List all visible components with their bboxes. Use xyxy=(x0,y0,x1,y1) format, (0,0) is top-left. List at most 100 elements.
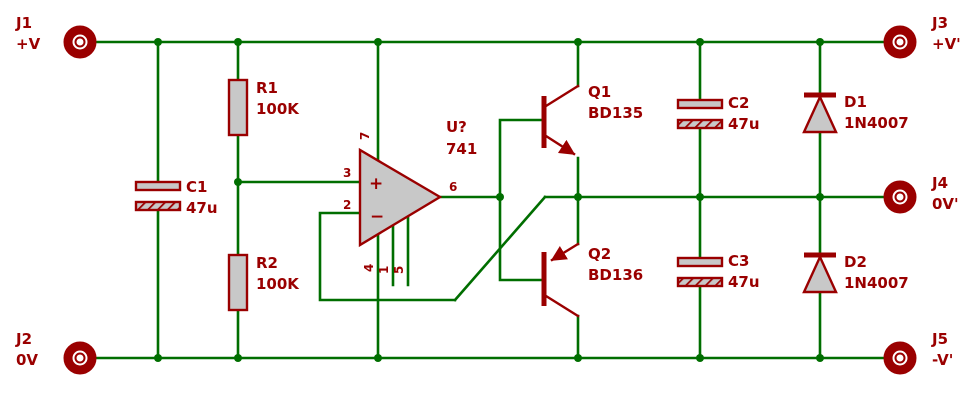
opamp-minus-input-sign: − xyxy=(370,207,384,227)
capacitor-plate-positive xyxy=(134,180,182,192)
component-ref: D1 xyxy=(844,93,867,111)
resistor-r1[interactable]: R1 100K xyxy=(227,78,300,137)
transistor-collector-lead xyxy=(544,294,580,318)
connector-net-label: -V' xyxy=(932,351,953,369)
transistor-emitter-arrow xyxy=(544,134,576,156)
transistor-q1[interactable]: Q1 BD135 xyxy=(541,83,643,156)
capacitor-plate-positive xyxy=(676,98,724,110)
opamp-plus-input-sign: + xyxy=(369,174,383,194)
junction-dot xyxy=(574,354,582,362)
capacitor-plate-negative xyxy=(134,200,182,212)
opamp-u[interactable]: + − U? 741 3 2 6 7 4 1 5 xyxy=(343,118,477,274)
pin-number-2: 2 xyxy=(343,198,351,212)
pad-ring xyxy=(63,341,97,375)
junction-dot xyxy=(574,193,582,201)
pad-hole xyxy=(894,191,906,203)
connector-net-label: +V' xyxy=(932,35,961,53)
capacitor-c3[interactable]: C3 47u xyxy=(676,252,760,291)
component-ref: Q2 xyxy=(588,245,611,263)
junction-dot xyxy=(816,193,824,201)
junction-dot xyxy=(234,38,242,46)
component-value: 47u xyxy=(728,115,760,133)
wire-net-vplus[interactable] xyxy=(92,40,888,184)
connector-ref: J2 xyxy=(15,330,32,348)
capacitor-c1[interactable]: C1 47u xyxy=(134,178,218,217)
component-ref: C1 xyxy=(186,178,207,196)
diode-d1[interactable]: D1 1N4007 xyxy=(802,92,909,134)
junction-dot xyxy=(816,354,824,362)
capacitor-plate-negative xyxy=(676,118,724,130)
capacitor-c2[interactable]: C2 47u xyxy=(676,94,760,133)
pin-number-5: 5 xyxy=(392,266,406,274)
wire-opamp-offset-pins[interactable] xyxy=(391,214,410,287)
junction-dot xyxy=(374,354,382,362)
connector-net-label: 0V xyxy=(16,351,38,369)
pin-number-6: 6 xyxy=(449,180,457,194)
component-value: 47u xyxy=(728,273,760,291)
component-value: 1N4007 xyxy=(844,274,909,292)
junction-dot xyxy=(696,354,704,362)
transistor-emitter-arrow xyxy=(550,242,580,262)
pad-ring xyxy=(883,341,917,375)
diode-triangle xyxy=(802,94,838,134)
component-ref: C2 xyxy=(728,94,749,112)
connector-net-label: +V xyxy=(16,35,41,53)
junction-dot xyxy=(496,193,504,201)
component-value: 1N4007 xyxy=(844,114,909,132)
junction-dot xyxy=(154,354,162,362)
connector-ref: J5 xyxy=(931,330,948,348)
component-ref: R1 xyxy=(256,79,278,97)
opamp-triangle xyxy=(358,147,443,248)
component-value: BD135 xyxy=(588,104,643,122)
junction-dot xyxy=(816,38,824,46)
component-ref: Q1 xyxy=(588,83,611,101)
pin-number-7: 7 xyxy=(358,132,372,140)
resistor-body xyxy=(227,78,249,137)
component-ref: C3 xyxy=(728,252,749,270)
pad-hole xyxy=(74,36,86,48)
pin-number-4: 4 xyxy=(362,264,376,272)
resistor-r2[interactable]: R2 100K xyxy=(227,253,300,312)
wire-net-0v[interactable] xyxy=(92,208,888,360)
pin-number-1: 1 xyxy=(377,266,391,274)
connector-j3[interactable]: J3 +V' xyxy=(883,14,961,59)
junction-dot xyxy=(234,178,242,186)
capacitor-plate-negative xyxy=(676,276,724,288)
pin-number-3: 3 xyxy=(343,166,351,180)
diode-triangle xyxy=(802,254,838,294)
component-value: 100K xyxy=(256,100,300,118)
component-value: BD136 xyxy=(588,266,643,284)
junction-dots xyxy=(154,38,824,362)
component-ref: U? xyxy=(446,118,467,136)
connector-j2[interactable]: J2 0V xyxy=(15,330,97,375)
connector-j1[interactable]: J1 +V xyxy=(15,14,97,59)
connector-j4[interactable]: J4 0V' xyxy=(883,174,959,214)
diode-d2[interactable]: D2 1N4007 xyxy=(802,252,909,294)
connector-ref: J3 xyxy=(931,14,948,32)
junction-dot xyxy=(696,38,704,46)
capacitor-plate-positive xyxy=(676,256,724,268)
resistor-body xyxy=(227,253,249,312)
junction-dot xyxy=(374,38,382,46)
connector-j5[interactable]: J5 -V' xyxy=(883,330,953,375)
transistor-q2[interactable]: Q2 BD136 xyxy=(541,242,643,318)
component-value: 100K xyxy=(256,275,300,293)
component-value: 47u xyxy=(186,199,218,217)
pad-hole xyxy=(894,352,906,364)
connector-ref: J1 xyxy=(15,14,32,32)
connector-ref: J4 xyxy=(931,174,948,192)
component-ref: R2 xyxy=(256,254,278,272)
pad-ring xyxy=(63,25,97,59)
transistor-collector-lead xyxy=(544,84,580,108)
pad-hole xyxy=(74,352,86,364)
pad-ring xyxy=(883,180,917,214)
junction-dot xyxy=(234,354,242,362)
component-value: 741 xyxy=(446,140,477,158)
connector-net-label: 0V' xyxy=(932,195,959,213)
component-ref: D2 xyxy=(844,253,867,271)
pad-hole xyxy=(894,36,906,48)
junction-dot xyxy=(696,193,704,201)
wire-net-divider[interactable] xyxy=(236,133,362,257)
